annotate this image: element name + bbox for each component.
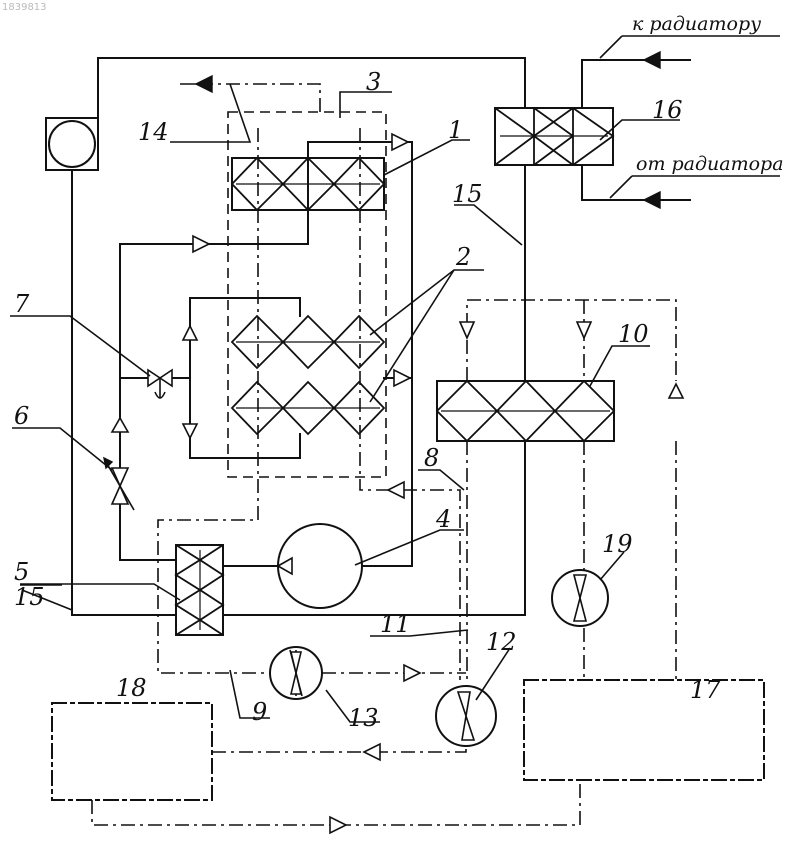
- label-10: 10: [618, 320, 649, 348]
- label-8: 8: [424, 444, 439, 472]
- label-15-right: 15: [452, 180, 483, 208]
- label-7: 7: [14, 290, 30, 318]
- label-5: 5: [14, 558, 29, 586]
- fan-19: [552, 570, 608, 626]
- watermark: 1839813: [2, 2, 47, 13]
- label-16: 16: [652, 96, 683, 124]
- label-6: 6: [14, 402, 29, 430]
- label-3: 3: [366, 68, 381, 96]
- arrow-from-radiator: [644, 192, 660, 208]
- block-18: [52, 703, 212, 800]
- label-12: 12: [486, 628, 517, 656]
- arrow-right-mid-left: [193, 236, 209, 252]
- arrow-up-10c: [669, 384, 683, 398]
- arrow-up-left-column: [112, 418, 128, 432]
- label-17: 17: [690, 676, 721, 704]
- label-19: 19: [602, 530, 633, 558]
- label-13: 13: [348, 704, 379, 732]
- label-15-left: 15: [14, 583, 45, 611]
- arrow-right-9: [404, 665, 420, 681]
- label-9: 9: [252, 698, 267, 726]
- arrow-left-8: [388, 482, 404, 498]
- caption-to-radiator: к радиатору: [632, 13, 761, 35]
- fan-13: [270, 647, 322, 699]
- compressor-4: [278, 142, 412, 608]
- heat-exchanger-2-lower: [232, 382, 384, 434]
- label-1: 1: [448, 116, 463, 144]
- fan-12: [436, 686, 496, 746]
- arrow-right-bottom: [330, 817, 346, 833]
- arrow-down-10a: [460, 322, 474, 338]
- heat-exchanger-5: [120, 545, 278, 635]
- valve-arrow-down: [183, 424, 197, 438]
- arrow-right-mid: [394, 370, 410, 386]
- label-14: 14: [138, 118, 169, 146]
- pump-top-left: [46, 118, 98, 170]
- arrow-left-18: [364, 744, 380, 760]
- label-4: 4: [435, 505, 451, 533]
- heat-exchanger-2-upper: [232, 316, 384, 368]
- heat-exchanger-10: [437, 381, 614, 441]
- label-18: 18: [116, 674, 147, 702]
- arrow-right-top: [392, 134, 408, 150]
- caption-from-radiator: от радиатора: [636, 153, 784, 175]
- block-17: [524, 680, 764, 780]
- arrow-down-10b: [577, 322, 591, 338]
- label-11: 11: [380, 610, 411, 638]
- valve-arrow-up: [183, 326, 197, 340]
- three-way-valve-7: [120, 370, 190, 398]
- arrow-to-radiator: [644, 52, 660, 68]
- label-2: 2: [455, 243, 471, 271]
